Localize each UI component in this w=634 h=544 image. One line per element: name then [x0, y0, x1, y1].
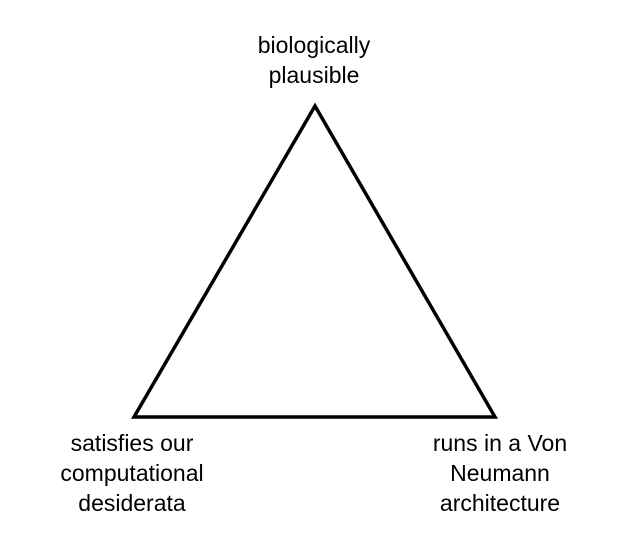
vertex-label-top: biologically plausible: [214, 30, 414, 90]
vertex-label-bottom-right-line-1: runs in a Von: [432, 430, 568, 456]
triangle: [130, 102, 499, 419]
vertex-label-bottom-left: satisfies our computational desiderata: [22, 428, 242, 518]
vertex-label-top-line-2: plausible: [268, 62, 360, 88]
vertex-label-bottom-left-line-1: satisfies our: [70, 430, 194, 456]
vertex-label-bottom-right-line-3: architecture: [439, 490, 561, 516]
vertex-label-bottom-left-line-3: desiderata: [78, 490, 186, 516]
vertex-label-bottom-right: runs in a Von Neumann architecture: [390, 428, 610, 518]
vertex-label-top-line-1: biologically: [257, 32, 371, 58]
vertex-label-bottom-left-line-2: computational: [60, 460, 204, 486]
vertex-label-bottom-right-line-2: Neumann: [450, 460, 550, 486]
